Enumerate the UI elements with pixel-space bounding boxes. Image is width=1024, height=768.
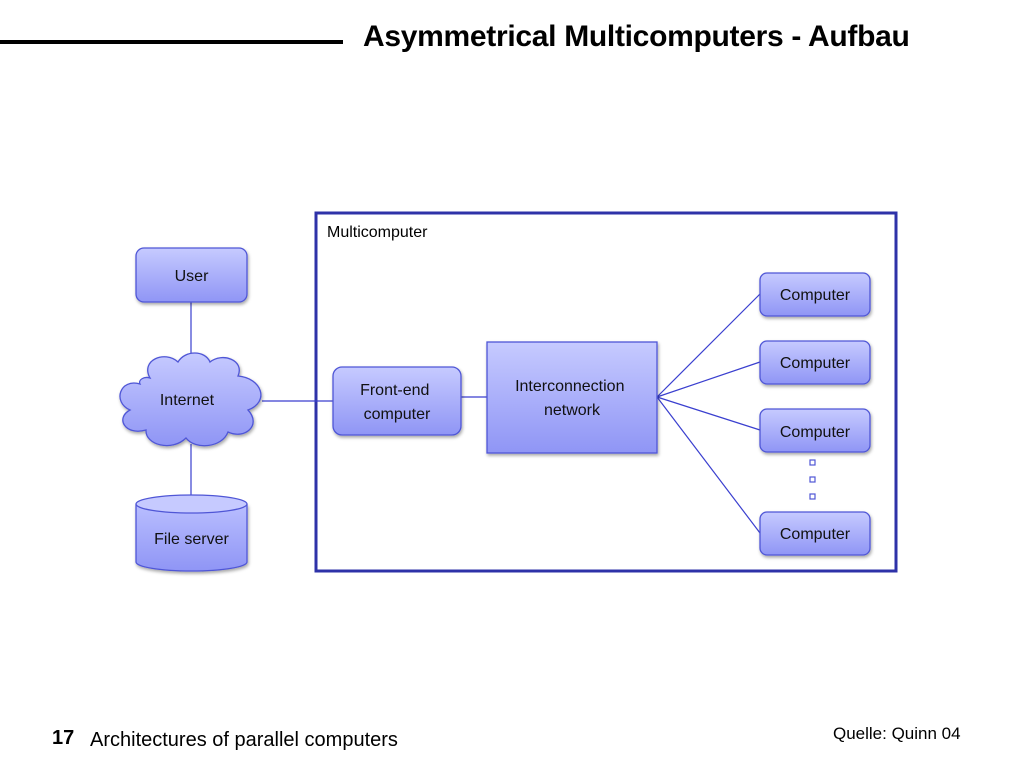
interconnect-label-line-1: Interconnection <box>515 378 624 395</box>
computer-label-1: Computer <box>780 287 851 304</box>
internet-label: Internet <box>160 392 215 409</box>
computer-node-1: Computer <box>759 272 871 317</box>
ellipsis-dot <box>809 476 816 483</box>
title-rule <box>0 40 343 44</box>
computer-label-3: Computer <box>780 424 851 441</box>
frontend-label-line-1: Front-end <box>360 382 429 399</box>
frontend-label: Front-end computer <box>360 382 434 423</box>
interconnect-node: Interconnection network <box>486 341 658 454</box>
ellipsis-dots <box>809 459 816 500</box>
file-server-node: File server <box>135 494 248 572</box>
user-node: User <box>135 247 248 303</box>
computer-node-3: Computer <box>759 408 871 453</box>
connectors <box>190 293 761 534</box>
file-server-label: File server <box>154 531 229 548</box>
frontend-node: Front-end computer <box>332 366 462 436</box>
ellipsis-dot <box>809 459 816 466</box>
computer-label-2: Computer <box>780 355 851 372</box>
ellipsis-dot <box>809 493 816 500</box>
network-computer-2-link <box>656 361 761 398</box>
frontend-label-line-2: computer <box>364 406 431 423</box>
network-computer-3-link <box>656 396 761 431</box>
computer-node-4: Computer <box>759 511 871 556</box>
network-computer-1-link <box>656 293 761 398</box>
interconnect-label-line-2: network <box>544 402 601 419</box>
multicomputer-label: Multicomputer <box>327 224 428 241</box>
source-citation: Quelle: Quinn 04 <box>833 724 961 743</box>
slide-number: 17 <box>52 727 75 749</box>
user-label: User <box>175 268 209 285</box>
slide-title: Asymmetrical Multicomputers - Aufbau <box>363 20 910 53</box>
internet-cloud: Internet <box>119 352 262 447</box>
computer-label-4: Computer <box>780 526 851 543</box>
network-computer-4-link <box>656 396 761 534</box>
interconnect-label: Interconnection network <box>515 378 629 419</box>
computer-node-2: Computer <box>759 340 871 385</box>
footer-text: Architectures of parallel computers <box>90 729 398 751</box>
